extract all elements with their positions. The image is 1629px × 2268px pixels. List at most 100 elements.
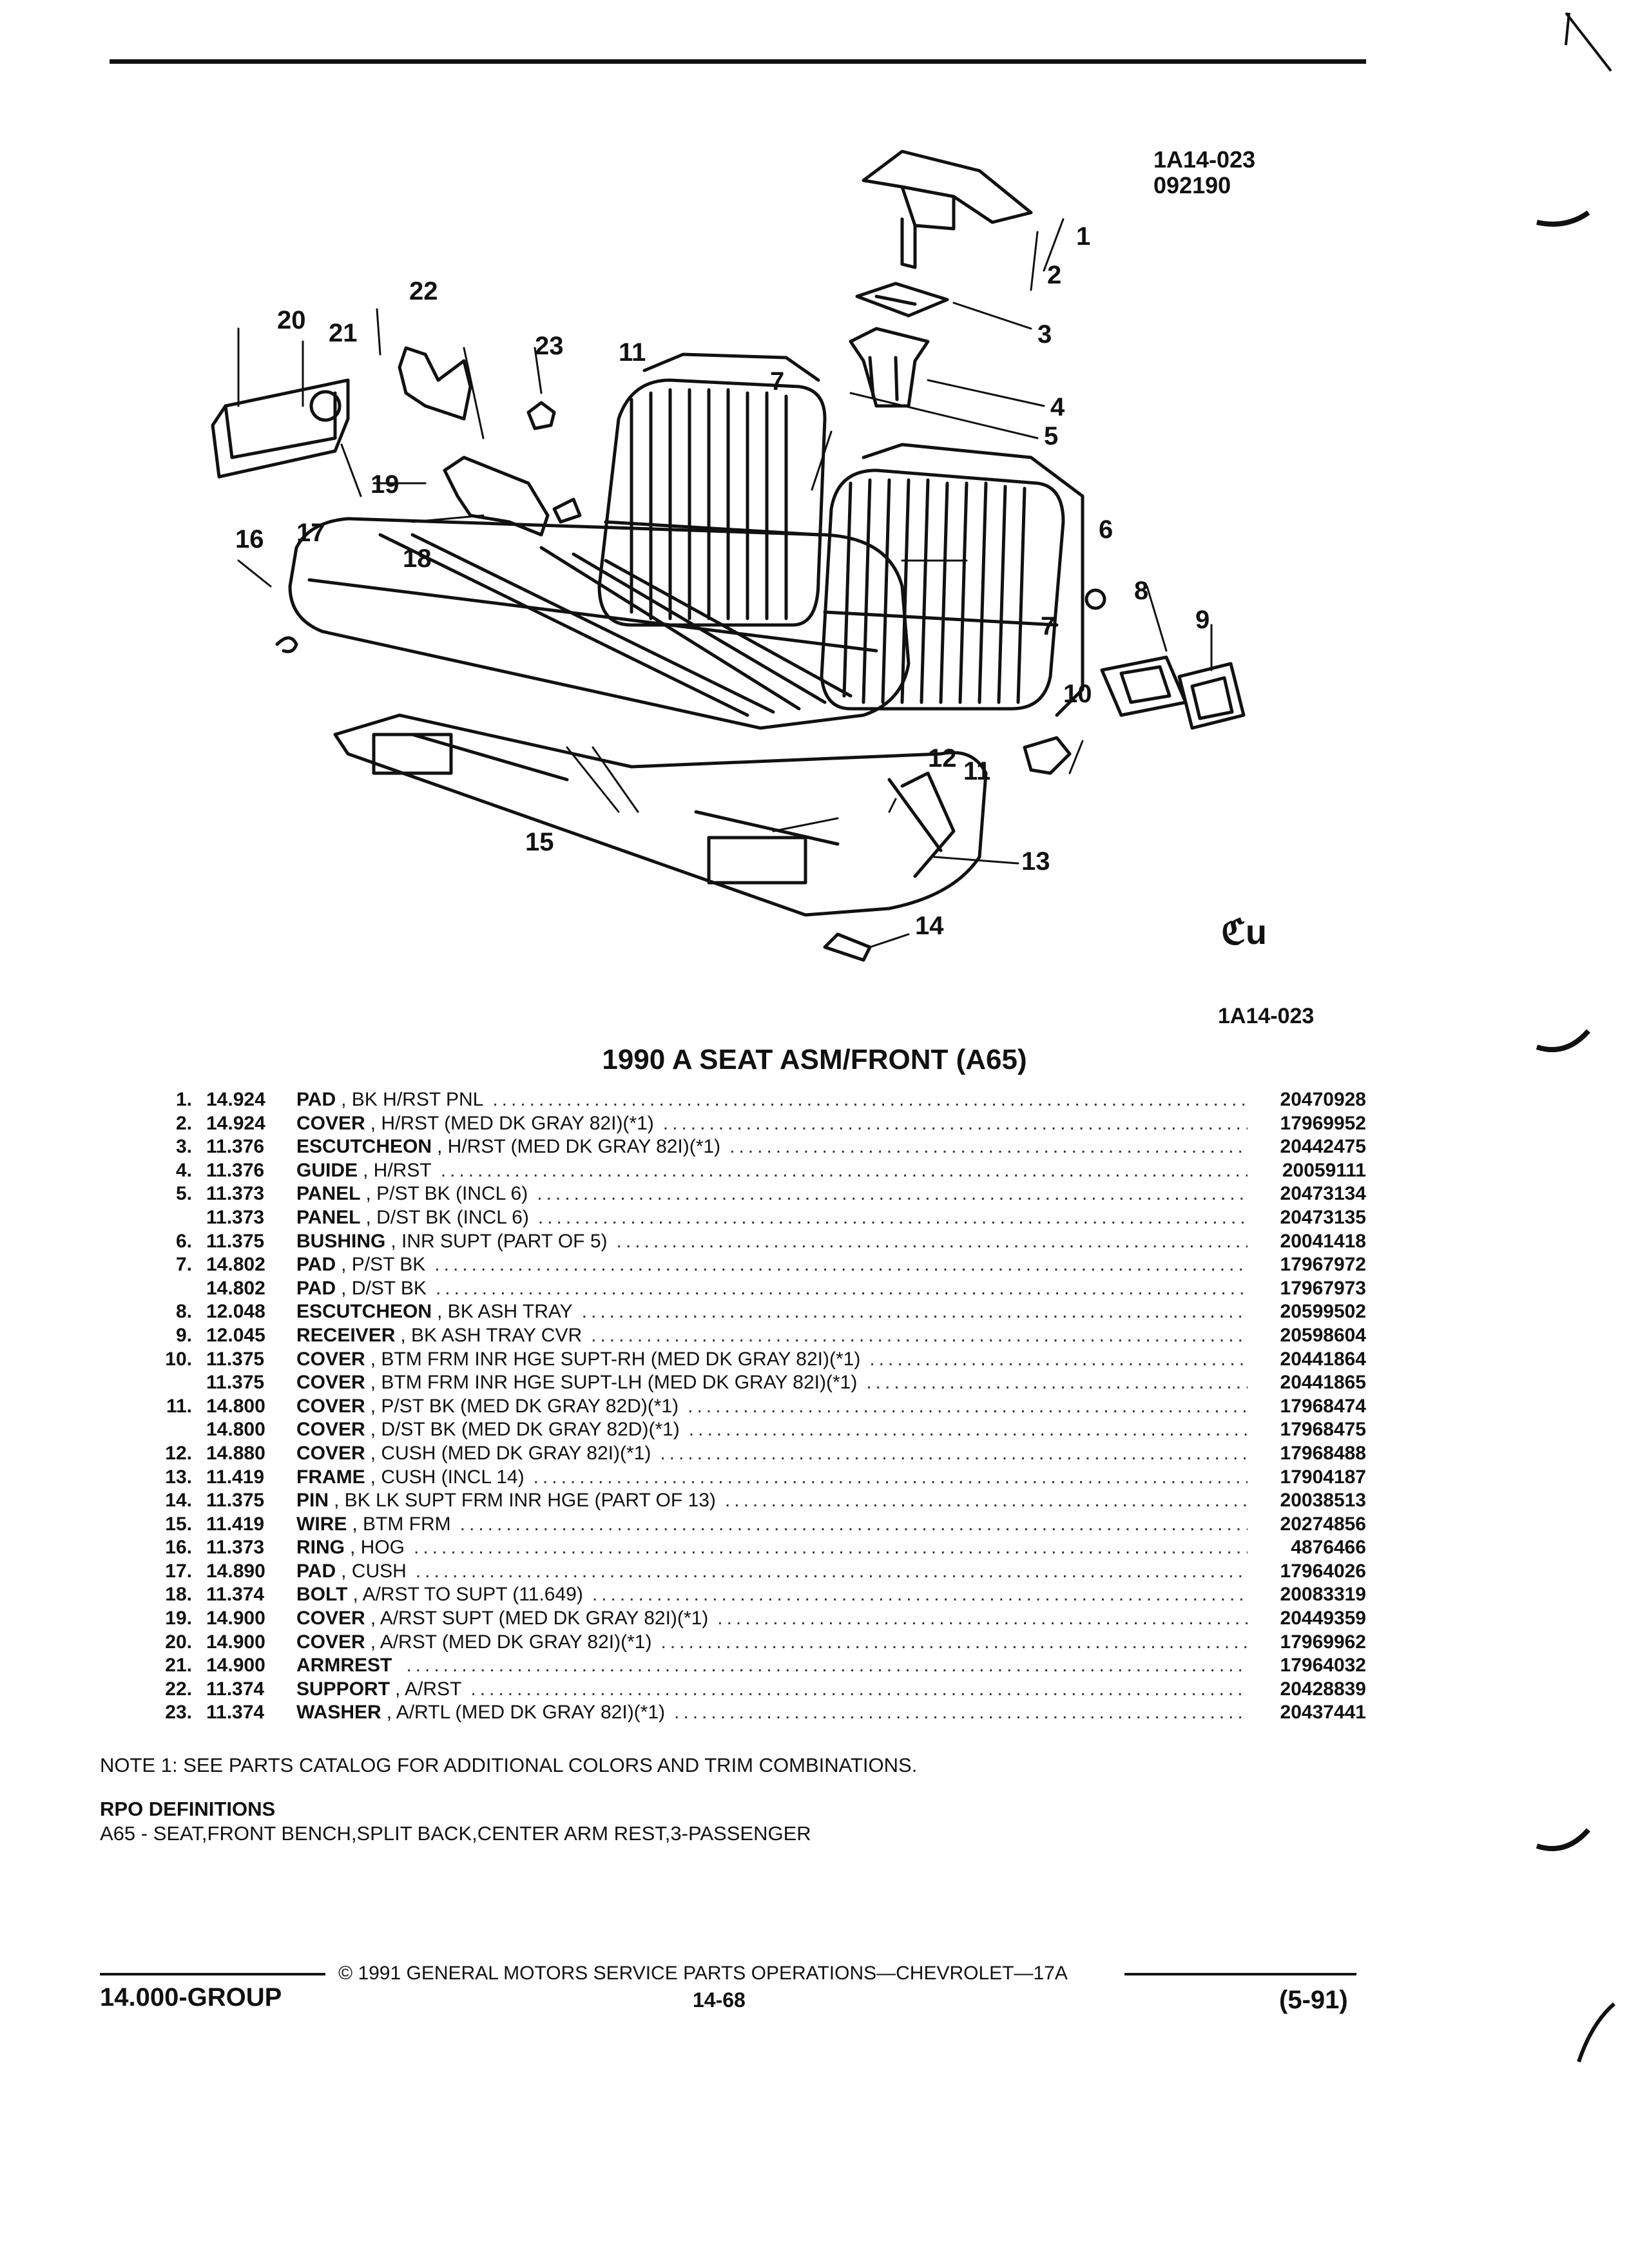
part-group-number: 11.373	[206, 1206, 265, 1228]
part-index: 18.	[165, 1584, 192, 1606]
part-description: , CUSH (MED DK GRAY 82I)(*1)	[370, 1442, 651, 1464]
part-group-number: 11.376	[206, 1136, 265, 1158]
part-index: 22.	[165, 1678, 192, 1700]
part-index: 1.	[175, 1089, 192, 1110]
pin-part	[823, 932, 872, 962]
part-group-number: 11.419	[206, 1466, 265, 1488]
part-group-number: 14.890	[206, 1560, 265, 1582]
part-description: , HOG	[350, 1537, 405, 1559]
leader-dots: ........................................…	[581, 1301, 1248, 1323]
callout-11b: 11	[963, 757, 990, 785]
part-name: GUIDE	[296, 1159, 358, 1181]
logo-mark: ℭu	[1221, 913, 1267, 952]
leader-dots: ........................................…	[492, 1089, 1248, 1110]
part-group-number: 14.802	[206, 1254, 265, 1276]
part-index: 13.	[165, 1466, 192, 1488]
armrest-support-part	[398, 346, 472, 421]
part-description: , D/ST BK	[341, 1277, 427, 1299]
part-number: 20059111	[1282, 1159, 1366, 1181]
callout-13: 13	[1021, 847, 1050, 876]
part-number: 17967972	[1280, 1254, 1366, 1276]
callout-7a: 7	[770, 367, 784, 396]
part-number: 20442475	[1280, 1136, 1366, 1158]
part-name: ESCUTCHEON	[296, 1301, 432, 1323]
part-index: 9.	[175, 1324, 192, 1346]
part-name: COVER	[296, 1631, 365, 1653]
part-group-number: 14.900	[206, 1631, 265, 1653]
leader-dots: ........................................…	[406, 1655, 1248, 1677]
leader-dots: ........................................…	[434, 1254, 1248, 1276]
part-group-number: 11.375	[206, 1348, 265, 1370]
part-number: 20441865	[1280, 1372, 1366, 1394]
part-name: PAD	[296, 1254, 336, 1276]
guide-part	[849, 327, 930, 408]
leader-dots: ........................................…	[616, 1230, 1248, 1252]
leader-dots: ........................................…	[674, 1702, 1248, 1724]
footer-rule-right	[1124, 1973, 1356, 1975]
part-index: 2.	[175, 1112, 192, 1134]
callout-14: 14	[915, 912, 944, 940]
part-description: , H/RST (MED DK GRAY 82I)(*1)	[437, 1136, 721, 1158]
footer-date: (5-91)	[1279, 1986, 1348, 2014]
part-description: , H/RST	[363, 1159, 432, 1181]
scan-mark-right-3	[1536, 1828, 1591, 1852]
reference-code: 1A14-023	[1153, 146, 1256, 173]
part-name: COVER	[296, 1608, 365, 1629]
part-description: , BK ASH TRAY	[437, 1301, 573, 1323]
part-group-number: 11.374	[206, 1584, 265, 1606]
callout-5: 5	[1044, 422, 1058, 450]
scan-mark-bottom-right	[1577, 2002, 1615, 2062]
part-index: 17.	[165, 1560, 192, 1582]
scan-mark-right-1	[1536, 210, 1590, 227]
part-index: 10.	[165, 1348, 192, 1370]
part-group-number: 11.375	[206, 1490, 265, 1512]
part-number: 20449359	[1280, 1608, 1366, 1629]
part-number: 20041418	[1280, 1230, 1366, 1252]
part-description: , D/ST BK (INCL 6)	[365, 1206, 529, 1228]
bolt-part	[552, 497, 582, 524]
part-number: 17969952	[1280, 1112, 1366, 1134]
callout-15: 15	[525, 828, 554, 856]
ash-tray-escutcheon-part	[1100, 655, 1188, 717]
part-name: WASHER	[296, 1702, 381, 1724]
part-name: PAD	[296, 1560, 336, 1582]
part-name: WIRE	[296, 1513, 347, 1535]
hinge-cover-part	[1023, 736, 1072, 775]
part-description: , A/RTL (MED DK GRAY 82I)(*1)	[386, 1702, 666, 1724]
part-description: , BTM FRM INR HGE SUPT-RH (MED DK GRAY 8…	[370, 1348, 861, 1370]
callout-19: 19	[371, 470, 400, 499]
footer-page-number: 14-68	[693, 1988, 746, 2012]
part-number: 20038513	[1280, 1490, 1366, 1512]
footer-copyright: © 1991 GENERAL MOTORS SERVICE PARTS OPER…	[338, 1963, 1068, 1984]
part-description: , P/ST BK	[341, 1254, 426, 1276]
seat-exploded-diagram: 1 2 3 4 5 6 7 7 8 9 10 11 11 12 13 14 15…	[211, 149, 1267, 962]
part-number: 20274856	[1280, 1513, 1366, 1535]
part-name: BOLT	[296, 1584, 348, 1606]
part-name: BUSHING	[296, 1230, 386, 1252]
part-number: 20437441	[1280, 1702, 1366, 1724]
leader-dots: ........................................…	[591, 1324, 1248, 1346]
part-name: COVER	[296, 1372, 365, 1394]
callout-16: 16	[235, 525, 264, 553]
leader-dots: ........................................…	[866, 1372, 1248, 1394]
part-name: RING	[296, 1537, 345, 1559]
top-rule	[110, 59, 1366, 64]
callout-10: 10	[1063, 680, 1092, 708]
leader-dots: ........................................…	[724, 1490, 1248, 1512]
part-name: PAD	[296, 1089, 336, 1110]
part-description: , A/RST	[395, 1678, 462, 1700]
part-name: PANEL	[296, 1206, 361, 1228]
part-group-number: 11.376	[206, 1159, 265, 1181]
part-index: 11.	[166, 1395, 192, 1417]
part-name: COVER	[296, 1419, 365, 1441]
